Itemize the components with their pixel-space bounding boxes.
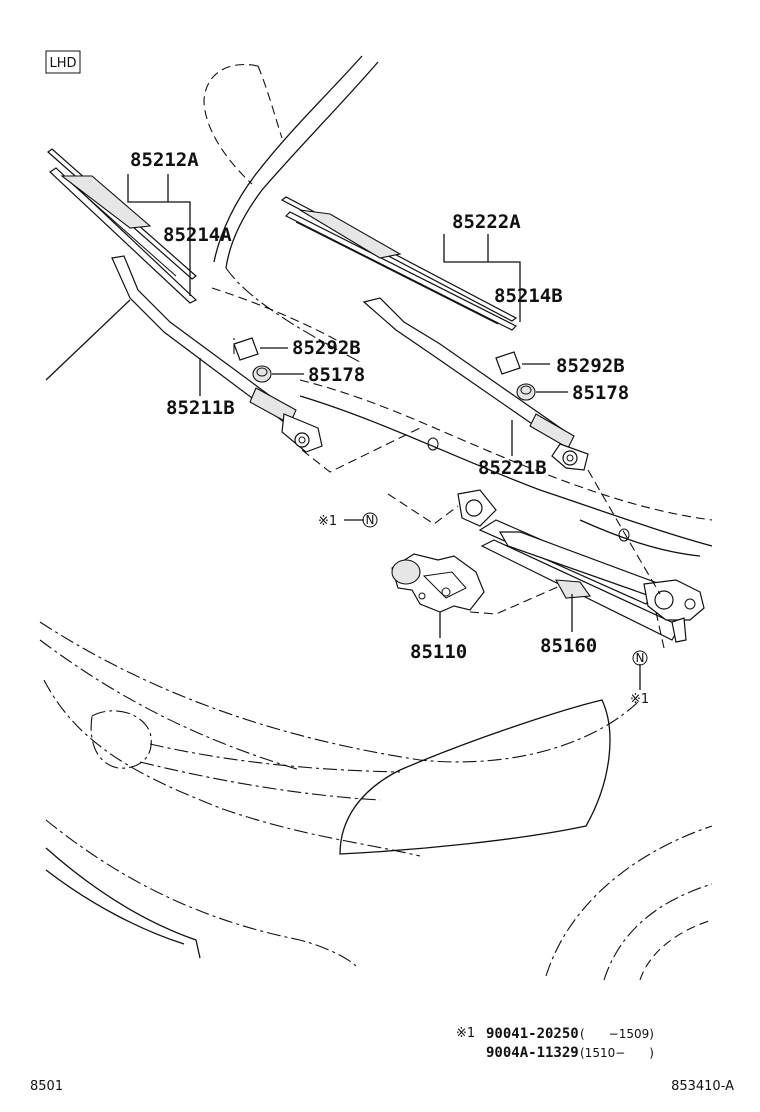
- footnote-range-1: ( −1509): [580, 1027, 654, 1041]
- label-blade-left: 85212A: [130, 149, 199, 171]
- n-symbol-right: N: [632, 650, 648, 666]
- footnote-table: ※1 90041-20250 ( −1509) 9004A-11329 (151…: [456, 1026, 654, 1061]
- footnote-part-2: 9004A-11329: [486, 1045, 579, 1061]
- label-rubber-right: 85214B: [494, 285, 563, 307]
- right-arm-nut: [516, 383, 536, 401]
- label-arm-left: 85211B: [166, 397, 235, 419]
- left-wiper-arm: [111, 255, 323, 453]
- right-wiper-arm: [362, 297, 589, 471]
- footer-left-code: 8501: [30, 1079, 63, 1094]
- label-nut-left: 85178: [308, 364, 365, 386]
- lhd-badge-text: LHD: [49, 56, 76, 71]
- label-nut-right: 85178: [572, 382, 629, 404]
- label-cap-left: 85292B: [292, 337, 361, 359]
- wiper-motor: [391, 553, 485, 613]
- n-symbol-left: N: [362, 512, 378, 528]
- label-rubber-left: 85214A: [163, 224, 232, 246]
- left-arm-cap: [233, 337, 259, 361]
- footnote-part-1: 90041-20250: [486, 1026, 579, 1042]
- ref-mark-left: ※1: [318, 514, 337, 529]
- footnote-marker: ※1: [456, 1026, 475, 1041]
- right-arm-cap: [495, 351, 521, 375]
- footer-right-code: 853410-A: [671, 1079, 734, 1094]
- lhd-badge: LHD: [45, 50, 81, 74]
- left-wiper-blade: [47, 148, 198, 304]
- label-motor: 85110: [410, 641, 467, 663]
- svg-text:N: N: [636, 651, 645, 665]
- label-blade-right: 85222A: [452, 211, 521, 233]
- vehicle-body-outline: [39, 55, 713, 981]
- label-link: 85160: [540, 635, 597, 657]
- svg-text:N: N: [366, 513, 375, 527]
- right-wiper-blade: [280, 196, 518, 331]
- footnote-range-2: (1510− ): [580, 1046, 654, 1060]
- label-arm-right: 85221B: [478, 457, 547, 479]
- label-cap-right: 85292B: [556, 355, 625, 377]
- left-arm-nut: [252, 365, 272, 383]
- leader-lines: [127, 174, 665, 690]
- wiper-link-assembly: [457, 489, 705, 643]
- ref-mark-right: ※1: [630, 692, 649, 707]
